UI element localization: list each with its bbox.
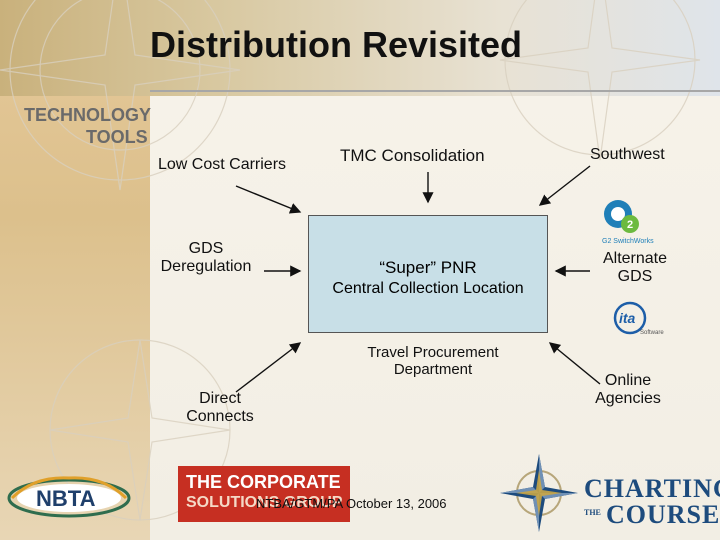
node-gds-deregulation: GDS Deregulation: [150, 240, 262, 276]
node-gds-deregulation-line2: Deregulation: [160, 258, 252, 275]
ita-logo-icon: ita Software: [613, 301, 664, 336]
section-label: TECHNOLOGY TOOLS: [24, 104, 151, 148]
slide-title: Distribution Revisited: [150, 24, 523, 65]
arrow-direct-connects: [235, 342, 302, 393]
charting-the-course-logo: CHARTING THE COURSE: [584, 474, 720, 529]
svg-text:2: 2: [627, 219, 633, 231]
svg-text:G2 SwitchWorks: G2 SwitchWorks: [602, 238, 654, 245]
node-online-agencies-line1: Online: [604, 372, 652, 389]
node-online-agencies: Online Agencies: [582, 372, 674, 408]
svg-text:ita: ita: [619, 310, 636, 326]
node-travel-procurement-line2: Department: [393, 361, 473, 378]
node-direct-connects-line2: Connects: [186, 408, 254, 425]
svg-text:Software: Software: [640, 330, 664, 336]
compass-star-icon: [500, 454, 578, 532]
super-pnr-title: “Super” PNR: [379, 258, 477, 277]
node-direct-connects-line1: Direct: [199, 390, 241, 407]
node-tmc-consolidation: TMC Consolidation: [340, 146, 485, 165]
footer-text: NTBA/GTM/PA October 13, 2006: [256, 496, 447, 511]
node-gds-deregulation-line1: GDS: [188, 240, 224, 257]
arrow-low-cost-carriers: [235, 185, 302, 214]
node-southwest: Southwest: [590, 146, 665, 163]
arrow-southwest: [538, 165, 591, 206]
node-online-agencies-line2: Agencies: [595, 390, 661, 407]
node-alternate-gds-line1: Alternate: [602, 250, 668, 267]
section-label-line2: TOOLS: [86, 127, 148, 147]
arrow-online-agencies: [548, 342, 601, 385]
title-divider: [150, 90, 720, 92]
ita-software-logo: ita Software: [612, 300, 668, 338]
node-direct-connects: Direct Connects: [172, 390, 268, 426]
super-pnr-box: “Super” PNR Central Collection Location: [308, 215, 548, 333]
section-label-line1: TECHNOLOGY: [24, 105, 152, 125]
corporate-solutions-group-logo: THE CORPORATE SOLUTIONS GROUP: [178, 466, 350, 522]
charting-logo-line2: COURSE: [606, 500, 720, 529]
nbta-logo: NBTA: [4, 470, 134, 526]
nbta-logo-icon: NBTA: [7, 476, 131, 518]
title-band: [0, 0, 720, 96]
node-travel-procurement-line1: Travel Procurement: [367, 344, 499, 361]
corporate-logo-line1: THE CORPORATE: [186, 472, 341, 492]
node-travel-procurement: Travel Procurement Department: [348, 344, 518, 378]
charting-logo-line1: CHARTING: [584, 474, 720, 503]
svg-text:NBTA: NBTA: [36, 486, 96, 511]
g2-switchworks-logo: 2 G2 SwitchWorks: [598, 194, 668, 246]
node-low-cost-carriers: Low Cost Carriers: [158, 156, 287, 173]
g2-logo-icon: 2 G2 SwitchWorks: [602, 200, 654, 245]
node-alternate-gds-line2: GDS: [617, 268, 653, 285]
node-alternate-gds: Alternate GDS: [590, 250, 680, 286]
charting-logo-the: THE: [584, 508, 601, 517]
super-pnr-subtitle: Central Collection Location: [332, 280, 524, 297]
corporate-logo-line2: SOLUTIONS GROUP: [186, 494, 343, 511]
